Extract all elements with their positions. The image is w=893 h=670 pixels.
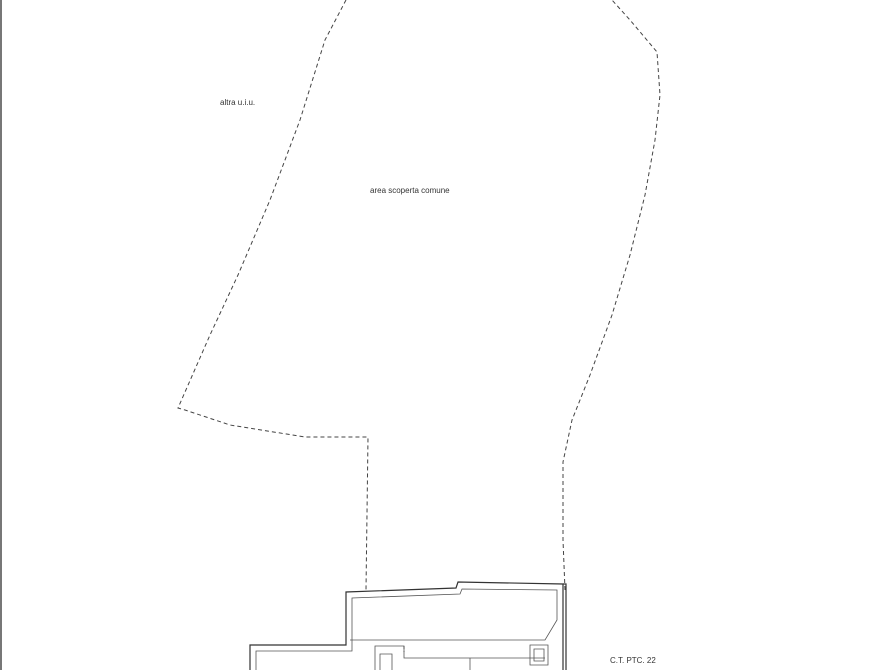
cadastral-reference-label: C.T. PTC. 22 [610, 656, 656, 665]
building-outline [249, 581, 567, 670]
common-area-boundary [177, 0, 661, 591]
other-unit-label: altra u.i.u. [220, 98, 255, 107]
common-area-label: area scoperta comune [370, 186, 450, 195]
